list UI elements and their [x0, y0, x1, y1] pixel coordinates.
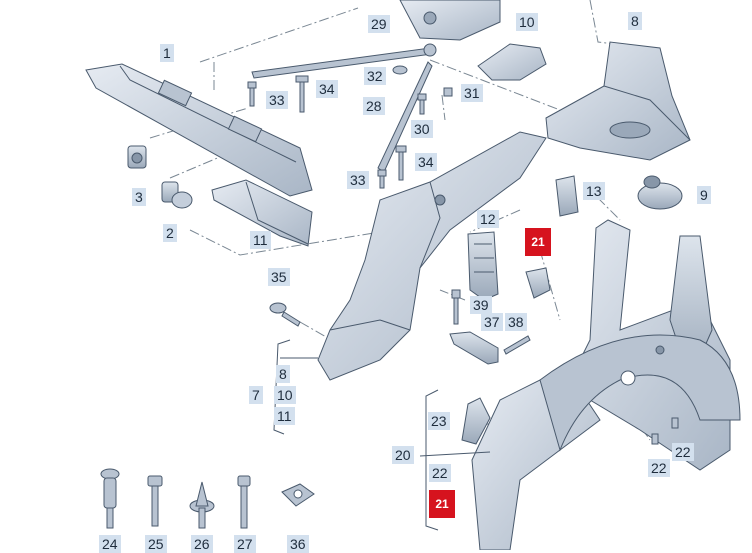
callout-2[interactable]: 2	[163, 224, 177, 242]
callout-7[interactable]: 7	[249, 386, 263, 404]
fastener-27	[237, 475, 251, 529]
callout-10[interactable]: 10	[516, 13, 538, 31]
callout-8[interactable]: 8	[628, 12, 642, 30]
part-13	[555, 175, 579, 217]
callout-22b[interactable]: 22	[648, 459, 670, 477]
callout-24[interactable]: 24	[99, 535, 121, 553]
callout-23[interactable]: 23	[428, 412, 450, 430]
part-23	[461, 397, 491, 445]
wheel-arch	[471, 219, 741, 550]
top-bracket	[399, 0, 501, 41]
bolt-34a	[295, 75, 309, 113]
callout-36[interactable]: 36	[287, 535, 309, 553]
clip-2	[161, 181, 193, 209]
part-rail-1	[85, 63, 313, 197]
callout-39[interactable]: 39	[470, 296, 492, 314]
fastener-24	[100, 468, 120, 529]
bolt-35	[269, 302, 301, 327]
part-9	[637, 175, 683, 210]
callout-33a[interactable]: 33	[266, 91, 288, 109]
part-12	[467, 231, 499, 301]
bolt-30	[417, 93, 427, 115]
callout-28[interactable]: 28	[363, 97, 385, 115]
callout-3[interactable]: 3	[132, 188, 146, 206]
bolt-31	[443, 87, 453, 97]
callout-38[interactable]: 38	[505, 313, 527, 331]
callout-34a[interactable]: 34	[316, 80, 338, 98]
callout-27[interactable]: 27	[234, 535, 256, 553]
bolt-38	[503, 335, 531, 355]
callout-31[interactable]: 31	[461, 84, 483, 102]
callout-26[interactable]: 26	[191, 535, 213, 553]
callout-25[interactable]: 25	[145, 535, 167, 553]
part-8	[545, 41, 691, 161]
callout-32[interactable]: 32	[364, 67, 386, 85]
side-member	[317, 131, 547, 381]
callout-29[interactable]: 29	[368, 15, 390, 33]
strut-29	[251, 43, 437, 79]
callout-21-highlight[interactable]: 21	[525, 228, 551, 256]
callout-11[interactable]: 11	[250, 231, 271, 249]
fastener-25	[147, 475, 163, 527]
bolt-33a	[247, 81, 257, 107]
bolt-39	[451, 289, 461, 325]
callout-22c[interactable]: 22	[672, 443, 694, 461]
callout-7-item-10[interactable]: 10	[274, 386, 296, 404]
callout-9[interactable]: 9	[697, 186, 711, 204]
callout-21-group-highlight[interactable]: 21	[429, 490, 455, 518]
callout-7-item-8[interactable]: 8	[276, 365, 290, 383]
clip-3	[127, 145, 147, 169]
group-brackets	[273, 339, 491, 531]
callout-35[interactable]: 35	[268, 268, 290, 286]
callout-1[interactable]: 1	[160, 44, 174, 62]
fastener-26	[189, 481, 215, 529]
part-21-bracket	[525, 267, 551, 299]
callout-7-item-11[interactable]: 11	[274, 407, 295, 425]
callout-12[interactable]: 12	[477, 210, 499, 228]
part-rail-11	[211, 179, 313, 247]
stud-22a	[651, 433, 659, 445]
callout-13[interactable]: 13	[583, 182, 605, 200]
callout-37[interactable]: 37	[481, 313, 503, 331]
callout-20[interactable]: 20	[392, 446, 414, 464]
callout-34b[interactable]: 34	[415, 153, 437, 171]
bolt-33b	[377, 169, 387, 189]
bolt-34b	[395, 145, 407, 181]
stud-22b	[671, 417, 679, 429]
part-37	[449, 331, 499, 365]
callout-33b[interactable]: 33	[347, 171, 369, 189]
callout-30[interactable]: 30	[411, 120, 433, 138]
callout-22-group[interactable]: 22	[429, 464, 451, 482]
fastener-36	[281, 483, 315, 507]
part-10	[477, 43, 547, 81]
